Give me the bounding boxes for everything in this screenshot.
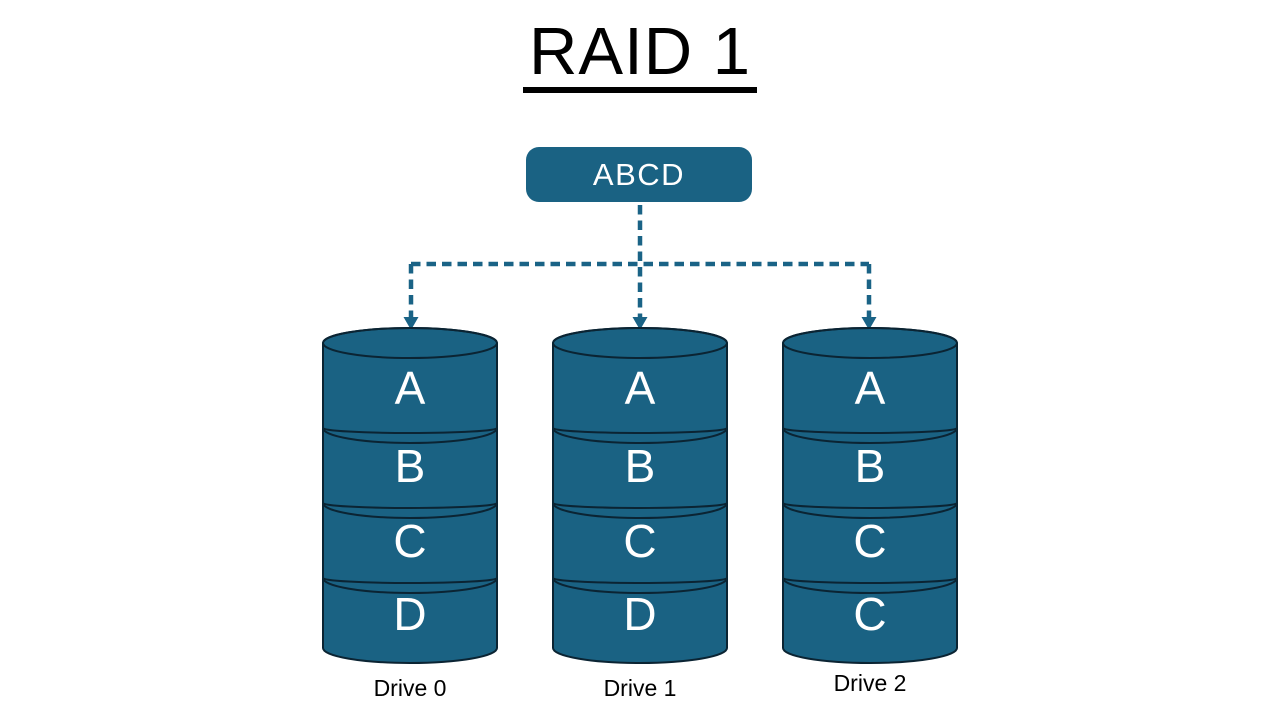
- block-letter: D: [393, 588, 426, 640]
- drive-cylinder-icon: A B C D: [552, 327, 728, 664]
- block-letter: B: [855, 440, 886, 492]
- block-letter: C: [853, 515, 886, 567]
- drive-2: A B C C Drive 2: [777, 325, 963, 697]
- block-letter: A: [625, 362, 656, 414]
- block-letter: C: [393, 515, 426, 567]
- drive-cylinder-icon: A B C C: [782, 327, 958, 664]
- drive-1: A B C D Drive 1: [547, 325, 733, 702]
- drive-0: A B C D Drive 0: [317, 325, 503, 702]
- title-container: RAID 1: [0, 0, 1280, 93]
- page-title: RAID 1: [523, 18, 757, 93]
- block-letter: C: [623, 515, 656, 567]
- source-data-block: ABCD: [526, 147, 752, 202]
- block-letter: A: [855, 362, 886, 414]
- source-data-block-label: ABCD: [592, 156, 686, 192]
- block-letter: B: [625, 440, 656, 492]
- block-letter: D: [623, 588, 656, 640]
- drive-label: Drive 2: [833, 670, 907, 696]
- block-letter: B: [395, 440, 426, 492]
- drive-cylinder-icon: A B C D: [322, 327, 498, 664]
- drive-label: Drive 1: [603, 675, 677, 701]
- block-letter: C: [853, 588, 886, 640]
- block-letter: A: [395, 362, 426, 414]
- drive-label: Drive 0: [373, 675, 447, 701]
